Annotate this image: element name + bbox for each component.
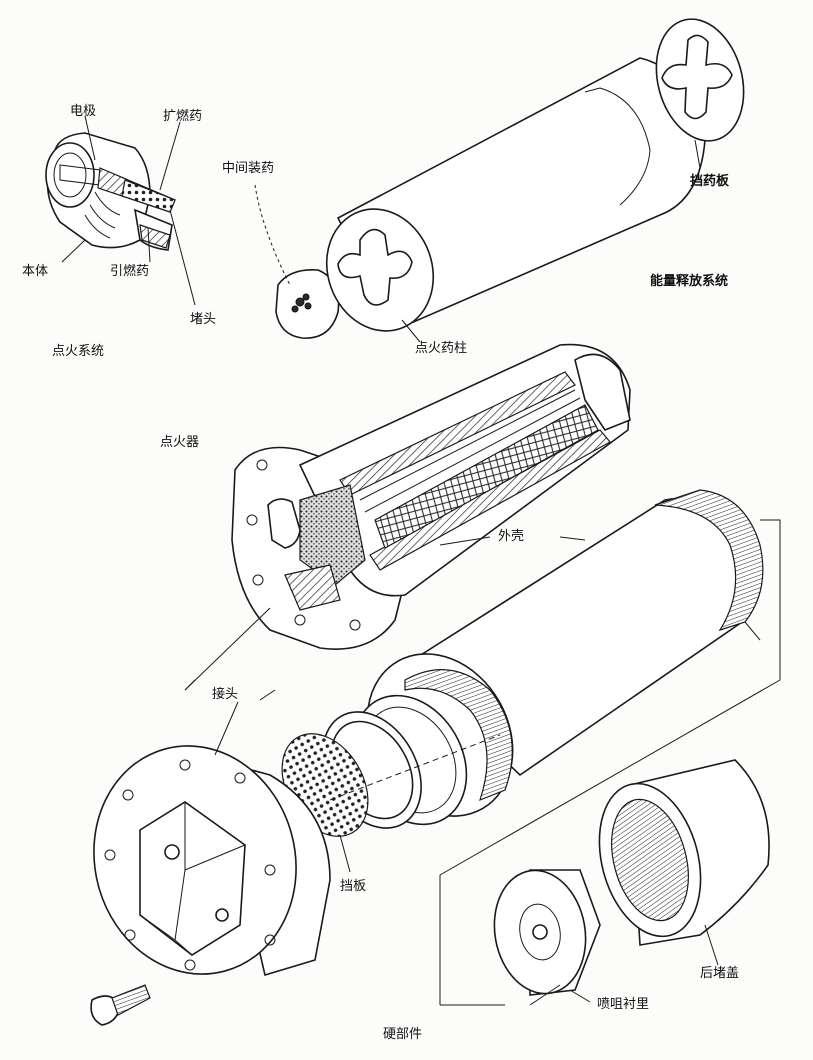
igniter-assembly-part [184, 343, 631, 691]
nozzle-liner-part [493, 869, 601, 1006]
label-retainer-plate: 挡药板 [690, 174, 730, 189]
label-plug: 堵头 [190, 312, 217, 327]
middle-charge-part [254, 184, 340, 339]
retainer-plate-part [655, 18, 745, 169]
label-ignition-charge: 引燃药 [110, 264, 150, 279]
ignition-system-part [45, 115, 196, 306]
label-body: 本体 [22, 264, 49, 279]
bolt-part [90, 984, 151, 1026]
label-igniter: 点火器 [160, 435, 200, 450]
label-nozzle-liner: 喷咀衬里 [597, 997, 650, 1012]
label-expand-charge: 扩燃药 [163, 109, 203, 124]
joint-flange-part [93, 679, 331, 977]
label-energy-release-system: 能量释放系统 [650, 274, 729, 289]
label-hardware: 硬部件 [383, 1027, 423, 1042]
rear-cap-part [598, 759, 770, 966]
label-joint: 接头 [212, 687, 239, 702]
label-ignition-system: 点火系统 [52, 344, 105, 359]
label-middle-charge: 中间装药 [222, 161, 275, 176]
hardware-bracket [439, 679, 781, 1006]
label-baffle: 挡板 [340, 879, 367, 894]
label-igniter-grain: 点火药柱 [415, 341, 468, 356]
label-electrode: 电极 [70, 104, 97, 119]
label-rear-cap: 后堵盖 [700, 966, 740, 981]
igniter-grain-part [325, 57, 706, 343]
label-shell: 外壳 [498, 529, 525, 544]
